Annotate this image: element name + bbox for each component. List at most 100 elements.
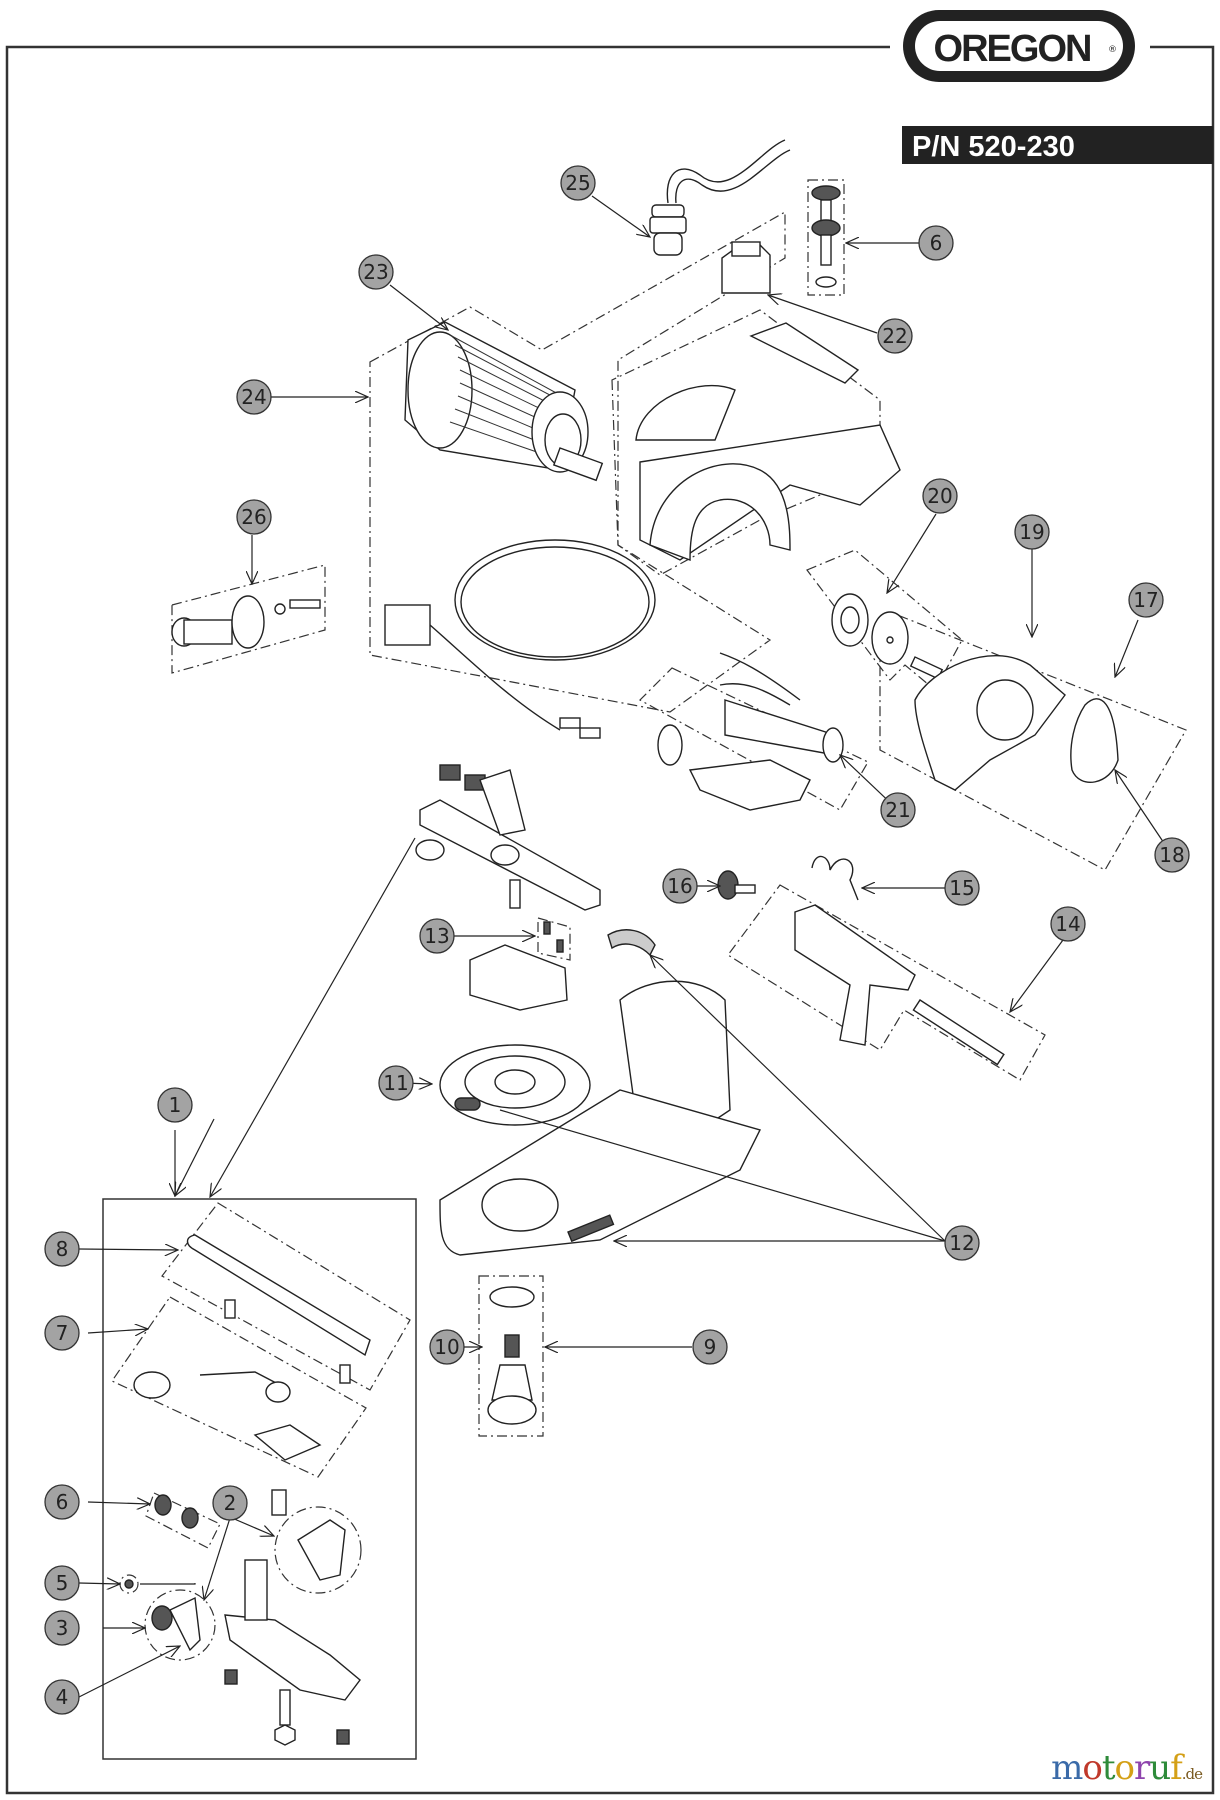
clamp-knob-part xyxy=(487,1286,537,1425)
part-number-banner: P/N 520-230 xyxy=(902,126,1213,164)
watermark-letter: r xyxy=(1133,1748,1150,1788)
leader-23 xyxy=(389,284,448,330)
vise-base-part xyxy=(439,1044,591,1126)
callout-number: 4 xyxy=(56,1685,69,1709)
lever-boundary xyxy=(111,1296,367,1478)
callout-number: 13 xyxy=(424,924,449,948)
callout-circle xyxy=(44,1679,80,1715)
callout-number: 8 xyxy=(56,1237,69,1261)
angle-scale-part xyxy=(607,929,656,957)
callout-number: 3 xyxy=(56,1616,69,1640)
adjuster-knob-part xyxy=(811,185,841,288)
leader-6-lower xyxy=(87,1502,150,1504)
motoruf-watermark: motoruf.de xyxy=(1051,1748,1203,1788)
pivot-bracket-part xyxy=(794,904,1005,1066)
callout-circle xyxy=(692,1329,728,1365)
callout-number: 9 xyxy=(704,1335,717,1359)
pawl-part xyxy=(151,1596,201,1652)
callout-circle xyxy=(922,478,958,514)
callout-circle xyxy=(236,379,272,415)
leader-5-back xyxy=(140,1583,196,1585)
cover-plate-part xyxy=(749,322,860,384)
capacitor-part xyxy=(719,652,844,763)
rubber-foot-part xyxy=(657,724,683,766)
callout-circle xyxy=(1050,906,1086,942)
lower-knob-boundary xyxy=(145,1492,221,1549)
callout-circle xyxy=(1128,582,1164,618)
brand-name: OREGON xyxy=(934,28,1091,70)
callout-circle xyxy=(419,918,455,954)
callout-c10: 10 xyxy=(429,1329,465,1365)
callout-number: 6 xyxy=(930,231,943,255)
callout-circle xyxy=(44,1315,80,1351)
callout-c15: 15 xyxy=(944,870,980,906)
wheel-nut-part xyxy=(171,595,321,649)
guard-cover-part xyxy=(1070,698,1119,783)
watermark-domain: .de xyxy=(1181,1765,1203,1783)
leader-22 xyxy=(768,295,878,334)
callout-circle xyxy=(44,1565,80,1601)
callout-c22: 22 xyxy=(877,318,913,354)
callout-number: 15 xyxy=(949,876,974,900)
callout-c6a: 6 xyxy=(44,1484,80,1520)
callout-number: 16 xyxy=(667,874,692,898)
callout-number: 7 xyxy=(56,1321,69,1345)
swivel-arm-part xyxy=(415,764,601,911)
callout-number: 10 xyxy=(434,1335,459,1359)
table-plate-part xyxy=(469,944,568,1011)
pivot-arm-boundary xyxy=(727,884,1046,1081)
motor-part xyxy=(404,321,604,482)
leader-5 xyxy=(78,1583,120,1584)
callout-circle xyxy=(662,868,698,904)
callout-circle xyxy=(44,1484,80,1520)
callout-c11: 11 xyxy=(378,1065,414,1101)
callout-c24: 24 xyxy=(236,379,272,415)
callout-c1: 1 xyxy=(157,1087,193,1123)
leader-17 xyxy=(1115,619,1139,677)
lever-part xyxy=(133,1371,322,1461)
callout-circle xyxy=(880,792,916,828)
callout-c16: 16 xyxy=(662,868,698,904)
callout-circle xyxy=(44,1610,80,1646)
callout-circle xyxy=(429,1329,465,1365)
motor-assembly-boundary xyxy=(369,210,786,713)
callout-circle xyxy=(378,1065,414,1101)
registered-mark: ® xyxy=(1108,45,1117,55)
watermark-letter: o xyxy=(1114,1748,1136,1788)
chain-vise-boundary xyxy=(161,1202,411,1391)
callout-number: 17 xyxy=(1133,588,1158,612)
callout-number: 22 xyxy=(882,324,907,348)
callout-number: 21 xyxy=(885,798,910,822)
callout-c5: 5 xyxy=(44,1565,80,1601)
callout-c8: 8 xyxy=(44,1231,80,1267)
grinder-housing-part xyxy=(635,385,901,562)
callout-circle xyxy=(157,1087,193,1123)
callout-number: 23 xyxy=(363,260,388,284)
leader-arm-to-box xyxy=(210,837,416,1197)
adjuster-knob-boundary xyxy=(807,179,845,296)
callout-c21: 21 xyxy=(880,792,916,828)
pivot-base-part xyxy=(224,1559,361,1746)
callout-c17: 17 xyxy=(1128,582,1164,618)
clamp-knob-boundary xyxy=(478,1275,544,1437)
callout-circle xyxy=(1154,837,1190,873)
callout-c25: 25 xyxy=(560,165,596,201)
callout-number: 12 xyxy=(949,1231,974,1255)
leader-20 xyxy=(887,513,937,593)
callout-circle xyxy=(877,318,913,354)
callout-number: 1 xyxy=(169,1093,182,1117)
part-drawings xyxy=(124,139,1119,1746)
lower-knob-part xyxy=(154,1494,199,1529)
callout-circle xyxy=(944,870,980,906)
callout-circle xyxy=(944,1225,980,1261)
leader-2b xyxy=(231,1517,274,1536)
callout-c6b: 6 xyxy=(918,225,954,261)
callout-c12: 12 xyxy=(944,1225,980,1261)
set-screw-part xyxy=(124,1579,134,1589)
wheel-nut-boundary xyxy=(171,564,326,674)
callout-number: 24 xyxy=(241,385,266,409)
callout-number: 6 xyxy=(56,1490,69,1514)
watermark-letter: o xyxy=(1082,1748,1103,1788)
